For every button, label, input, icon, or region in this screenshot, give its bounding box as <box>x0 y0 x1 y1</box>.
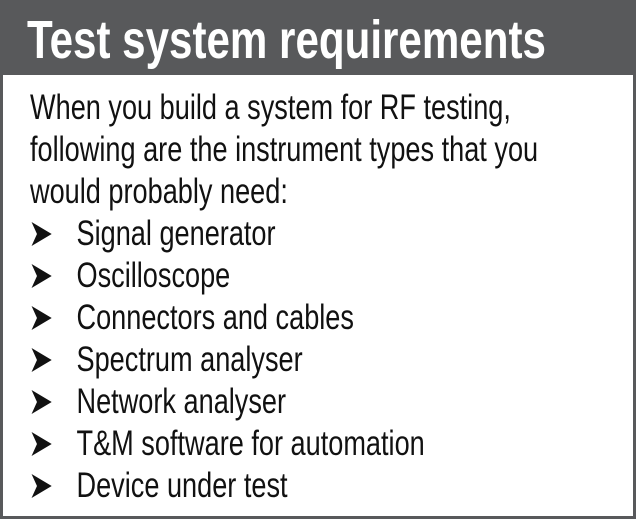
list-item: Spectrum analyser <box>30 339 619 381</box>
box-content: When you build a system for RF testing, … <box>30 87 619 507</box>
list-item-label: Device under test <box>76 466 288 505</box>
intro-line: would probably need: <box>30 172 288 211</box>
arrowhead-bullet-icon <box>30 473 55 499</box>
list-item-label: Network analyser <box>76 382 287 421</box>
arrowhead-bullet-icon <box>30 305 55 331</box>
list-item: Network analyser <box>30 381 619 423</box>
list-item: Oscilloscope <box>30 255 619 297</box>
list-item-label: Connectors and cables <box>76 298 354 337</box>
list-item: Signal generator <box>30 213 619 255</box>
list-item-label: Signal generator <box>76 214 276 253</box>
arrowhead-bullet-icon <box>30 347 55 373</box>
list-item-label: T&M software for automation <box>76 424 425 463</box>
arrowhead-bullet-icon <box>30 389 55 415</box>
list-item: Connectors and cables <box>30 297 619 339</box>
list-item-label: Oscilloscope <box>76 256 231 295</box>
intro-line: following are the instrument types that … <box>30 130 539 169</box>
list-item: Device under test <box>30 465 619 507</box>
arrowhead-bullet-icon <box>30 263 55 289</box>
arrowhead-bullet-icon <box>30 221 55 247</box>
list-item-label: Spectrum analyser <box>76 340 303 379</box>
box-title: Test system requirements <box>27 10 546 70</box>
arrowhead-bullet-icon <box>30 431 55 457</box>
intro-line: When you build a system for RF testing, <box>30 88 511 127</box>
list-item: T&M software for automation <box>30 423 619 465</box>
header-bar: Test system requirements <box>3 3 636 75</box>
